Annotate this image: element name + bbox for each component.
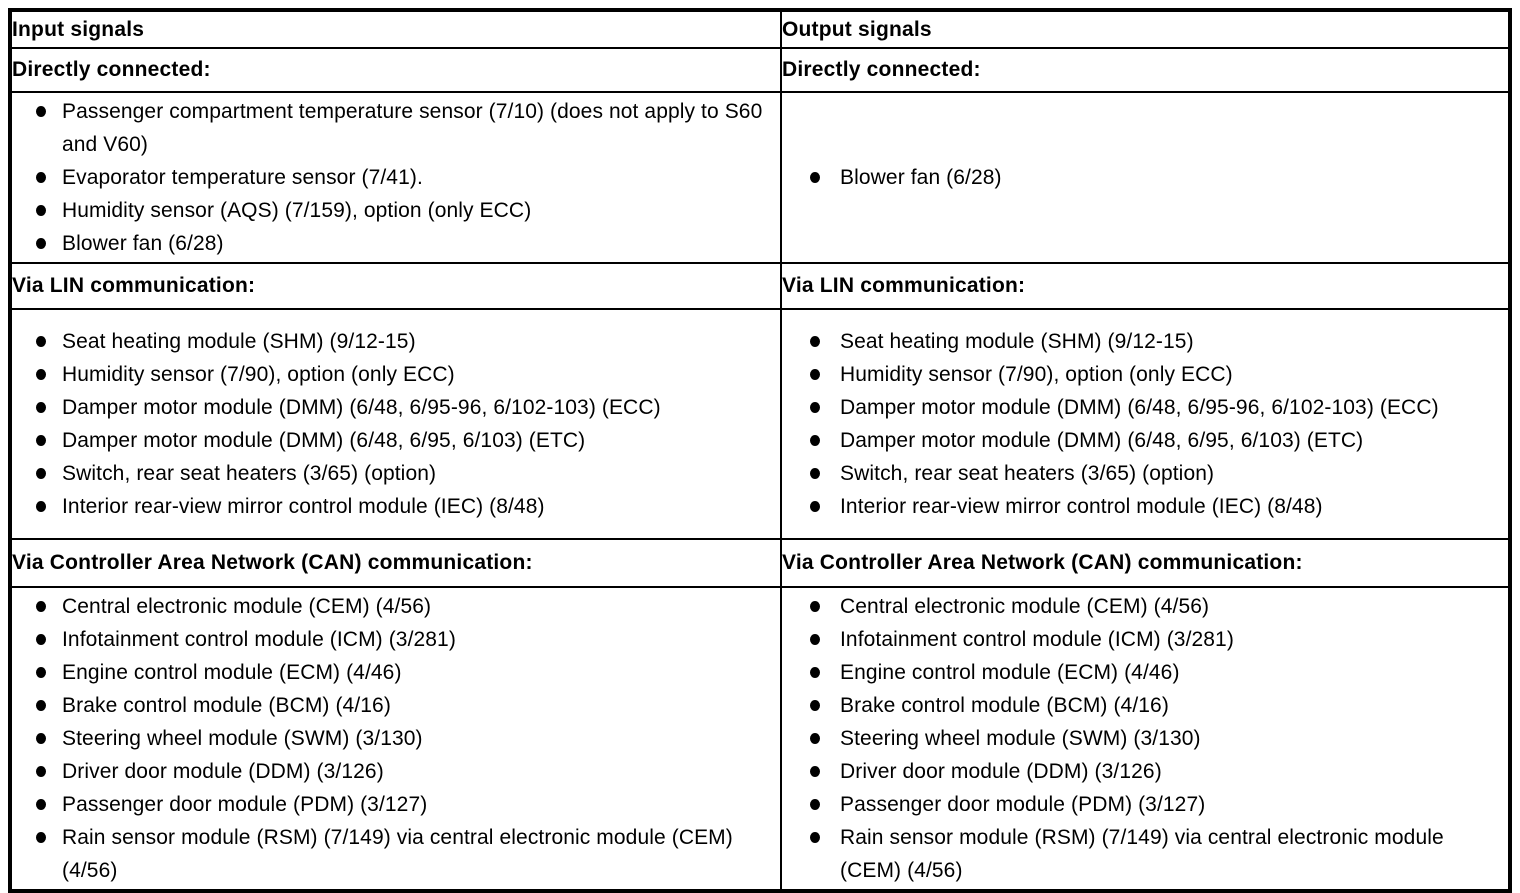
section-list-row-lin: Seat heating module (SHM) (9/12-15)Humid… xyxy=(9,308,1511,540)
list-item: Humidity sensor (7/90), option (only ECC… xyxy=(783,358,1508,391)
list-item: Passenger door module (PDM) (3/127) xyxy=(12,788,779,821)
output-can-list: Central electronic module (CEM) (4/56)In… xyxy=(783,589,1508,889)
list-item: Driver door module (DDM) (3/126) xyxy=(783,755,1508,788)
list-item: Humidity sensor (AQS) (7/159), option (o… xyxy=(12,194,779,227)
list-item: Seat heating module (SHM) (9/12-15) xyxy=(12,325,779,358)
output-can-title: Via Controller Area Network (CAN) commun… xyxy=(780,538,1511,588)
list-item: Steering wheel module (SWM) (3/130) xyxy=(783,722,1508,755)
section-title-row-can: Via Controller Area Network (CAN) commun… xyxy=(9,538,1511,588)
input-directly-connected-title: Directly connected: xyxy=(9,47,782,93)
section-list-row-can: Central electronic module (CEM) (4/56)In… xyxy=(9,586,1511,892)
list-item: Interior rear-view mirror control module… xyxy=(783,490,1508,523)
output-lin-title: Via LIN communication: xyxy=(780,262,1511,310)
list-item: Passenger door module (PDM) (3/127) xyxy=(783,788,1508,821)
list-item: Seat heating module (SHM) (9/12-15) xyxy=(783,325,1508,358)
list-item: Damper motor module (DMM) (6/48, 6/95-96… xyxy=(783,391,1508,424)
output-directly-connected-list-cell: Blower fan (6/28) xyxy=(780,91,1511,264)
input-lin-title: Via LIN communication: xyxy=(9,262,782,310)
input-directly-connected-list: Passenger compartment temperature sensor… xyxy=(12,94,779,261)
table-header-row: Input signals Output signals xyxy=(9,9,1511,49)
input-can-title: Via Controller Area Network (CAN) commun… xyxy=(9,538,782,588)
section-title-row-directly-connected: Directly connected: Directly connected: xyxy=(9,47,1511,93)
output-directly-connected-title: Directly connected: xyxy=(780,47,1511,93)
output-lin-list: Seat heating module (SHM) (9/12-15)Humid… xyxy=(783,323,1508,525)
section-list-row-directly-connected: Passenger compartment temperature sensor… xyxy=(9,91,1511,264)
list-item: Engine control module (ECM) (4/46) xyxy=(783,656,1508,689)
list-item: Central electronic module (CEM) (4/56) xyxy=(783,590,1508,623)
list-item: Damper motor module (DMM) (6/48, 6/95, 6… xyxy=(783,424,1508,457)
list-item: Switch, rear seat heaters (3/65) (option… xyxy=(783,457,1508,490)
list-item: Interior rear-view mirror control module… xyxy=(12,490,779,523)
output-lin-list-cell: Seat heating module (SHM) (9/12-15)Humid… xyxy=(780,308,1511,540)
output-directly-connected-list: Blower fan (6/28) xyxy=(783,159,1508,196)
input-directly-connected-list-cell: Passenger compartment temperature sensor… xyxy=(9,91,782,264)
list-item: Central electronic module (CEM) (4/56) xyxy=(12,590,779,623)
list-item: Steering wheel module (SWM) (3/130) xyxy=(12,722,779,755)
list-item: Blower fan (6/28) xyxy=(12,227,779,260)
output-can-list-cell: Central electronic module (CEM) (4/56)In… xyxy=(780,586,1511,892)
list-item: Evaporator temperature sensor (7/41). xyxy=(12,161,779,194)
input-can-list-cell: Central electronic module (CEM) (4/56)In… xyxy=(9,586,782,892)
input-lin-list-cell: Seat heating module (SHM) (9/12-15)Humid… xyxy=(9,308,782,540)
input-lin-list: Seat heating module (SHM) (9/12-15)Humid… xyxy=(12,323,779,525)
list-item: Rain sensor module (RSM) (7/149) via cen… xyxy=(783,821,1508,887)
list-item: Driver door module (DDM) (3/126) xyxy=(12,755,779,788)
list-item: Damper motor module (DMM) (6/48, 6/95, 6… xyxy=(12,424,779,457)
list-item: Infotainment control module (ICM) (3/281… xyxy=(12,623,779,656)
list-item: Blower fan (6/28) xyxy=(783,161,1508,194)
signals-table: Input signals Output signals Directly co… xyxy=(8,8,1512,893)
section-title-row-lin: Via LIN communication: Via LIN communica… xyxy=(9,262,1511,310)
output-signals-header: Output signals xyxy=(780,9,1511,49)
list-item: Switch, rear seat heaters (3/65) (option… xyxy=(12,457,779,490)
list-item: Rain sensor module (RSM) (7/149) via cen… xyxy=(12,821,779,887)
list-item: Humidity sensor (7/90), option (only ECC… xyxy=(12,358,779,391)
list-item: Damper motor module (DMM) (6/48, 6/95-96… xyxy=(12,391,779,424)
input-can-list: Central electronic module (CEM) (4/56)In… xyxy=(12,589,779,889)
list-item: Passenger compartment temperature sensor… xyxy=(12,95,779,161)
list-item: Brake control module (BCM) (4/16) xyxy=(12,689,779,722)
list-item: Brake control module (BCM) (4/16) xyxy=(783,689,1508,722)
input-signals-header: Input signals xyxy=(9,9,782,49)
list-item: Infotainment control module (ICM) (3/281… xyxy=(783,623,1508,656)
list-item: Engine control module (ECM) (4/46) xyxy=(12,656,779,689)
